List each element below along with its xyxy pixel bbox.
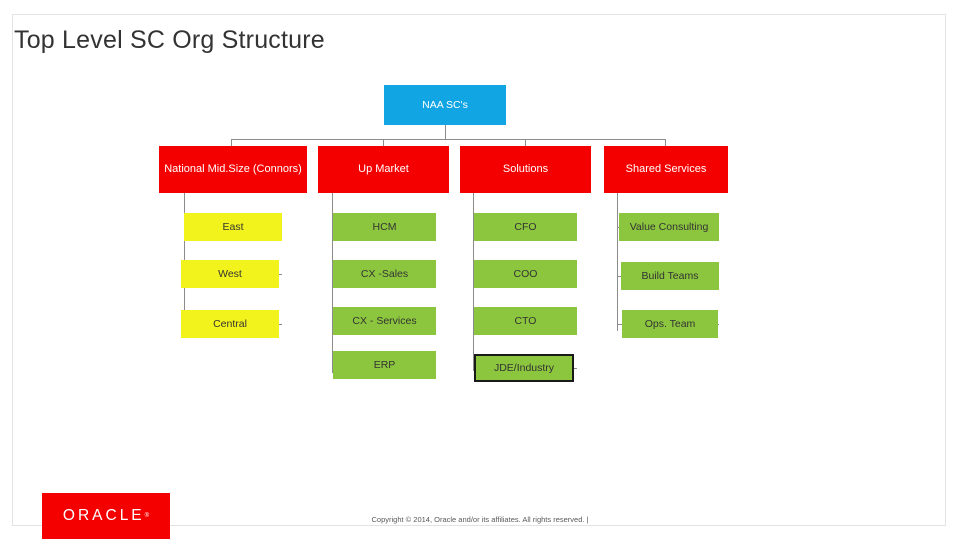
registered-mark-icon: ® xyxy=(144,513,150,519)
org-node-col3-item2[interactable]: Ops. Team xyxy=(622,310,718,338)
org-node-col2-item0-label: CFO xyxy=(514,220,537,233)
org-node-col3-item1[interactable]: Build Teams xyxy=(621,262,719,290)
org-node-col1-item1[interactable]: CX -Sales xyxy=(333,260,436,288)
connector-drop-col3 xyxy=(665,139,666,146)
org-node-col1-item0[interactable]: HCM xyxy=(333,213,436,241)
org-node-col2-item3-label: JDE/Industry xyxy=(493,361,555,374)
org-node-col0-item2[interactable]: Central xyxy=(181,310,279,338)
org-node-col0-item1-label: West xyxy=(218,267,242,280)
connector-level1-bus xyxy=(231,139,665,140)
connector-root-stem xyxy=(445,125,446,139)
connector-drop-col1 xyxy=(383,139,384,146)
org-node-col0-header[interactable]: National Mid.Size (Connors) xyxy=(159,146,307,193)
org-node-col0-item1[interactable]: West xyxy=(181,260,279,288)
page-title: Top Level SC Org Structure xyxy=(14,26,325,54)
org-node-col2-item1[interactable]: COO xyxy=(474,260,577,288)
org-node-col2-item3[interactable]: JDE/Industry xyxy=(474,354,574,382)
oracle-wordmark: ORACLE xyxy=(62,507,145,524)
org-node-col0-item0[interactable]: East xyxy=(184,213,282,241)
org-node-col1-header[interactable]: Up Market xyxy=(318,146,449,193)
org-node-col2-header-label: Solutions xyxy=(502,163,549,176)
org-node-col1-item1-label: CX -Sales xyxy=(360,267,409,280)
connector-drop-col2 xyxy=(525,139,526,146)
org-node-col1-item3[interactable]: ERP xyxy=(333,351,436,379)
connector-col3-spine xyxy=(617,193,618,331)
org-node-col2-item2[interactable]: CTO xyxy=(474,307,577,335)
org-node-col3-item0-label: Value Consulting xyxy=(629,220,709,233)
org-node-col1-item2[interactable]: CX - Services xyxy=(333,307,436,335)
org-node-col0-header-label: National Mid.Size (Connors) xyxy=(164,163,302,176)
org-node-col2-item1-label: COO xyxy=(513,267,538,280)
org-node-col3-item0[interactable]: Value Consulting xyxy=(619,213,719,241)
org-node-col3-item2-label: Ops. Team xyxy=(644,317,696,330)
org-node-root[interactable]: NAA SC's xyxy=(384,85,506,125)
org-node-col0-item0-label: East xyxy=(222,220,244,233)
org-node-col2-header[interactable]: Solutions xyxy=(460,146,591,193)
connector-col2-spine xyxy=(473,193,474,371)
oracle-logo: ORACLE® xyxy=(42,493,170,539)
org-node-col1-item2-label: CX - Services xyxy=(352,314,417,327)
org-node-col0-item2-label: Central xyxy=(213,317,247,330)
connector-drop-col0 xyxy=(231,139,232,146)
org-node-col3-header-label: Shared Services xyxy=(625,163,707,176)
org-node-col1-item0-label: HCM xyxy=(372,220,397,233)
copyright-text: Copyright © 2014, Oracle and/or its affi… xyxy=(371,515,589,524)
org-node-col3-header[interactable]: Shared Services xyxy=(604,146,728,193)
connector-col1-spine xyxy=(332,193,333,373)
org-node-col1-header-label: Up Market xyxy=(358,163,409,176)
org-node-col1-item3-label: ERP xyxy=(373,358,396,371)
org-node-col2-item0[interactable]: CFO xyxy=(474,213,577,241)
org-node-col2-item2-label: CTO xyxy=(514,314,537,327)
org-node-root-label: NAA SC's xyxy=(422,98,468,111)
org-node-col3-item1-label: Build Teams xyxy=(641,269,699,282)
